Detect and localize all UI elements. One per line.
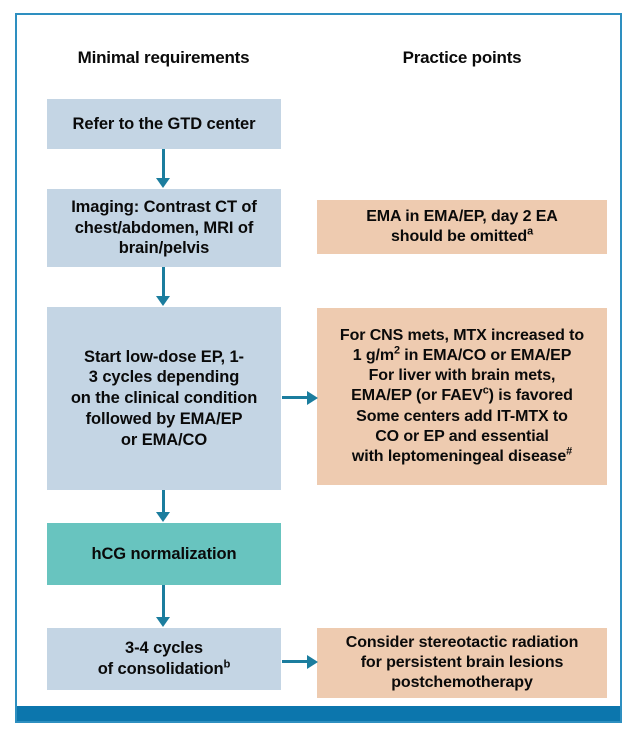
footer-bar bbox=[17, 706, 620, 721]
figure-frame: Minimal requirements Practice points Ref… bbox=[15, 13, 622, 723]
node-consolidation-cycles[interactable]: 3-4 cycles of consolidationb bbox=[47, 628, 281, 690]
node-cns-line-2b: in EMA/CO or EMA/EP bbox=[399, 347, 572, 365]
node-cycles-line-1: 3-4 cycles bbox=[125, 639, 203, 658]
node-hcg-label: hCG normalization bbox=[91, 544, 237, 563]
node-cns-line-1: For CNS mets, MTX increased to bbox=[339, 326, 585, 344]
node-cns-line-2a: 1 g/m bbox=[352, 347, 394, 365]
node-refer-to-gtd-center[interactable]: Refer to the GTD center bbox=[47, 99, 281, 149]
column-header-practice-points: Practice points bbox=[402, 48, 522, 67]
node-refer-label: Refer to the GTD center bbox=[72, 114, 256, 133]
node-cns-line-5: Some centers add IT-MTX to bbox=[356, 407, 568, 425]
node-start-line-5: or EMA/CO bbox=[120, 430, 208, 449]
node-imaging-label: Imaging: Contrast CT of chest/abdomen, M… bbox=[71, 197, 257, 259]
connector-start-to-hcg-line bbox=[162, 490, 165, 513]
connector-cycles-to-srs-arrow-icon bbox=[307, 655, 318, 669]
node-imaging[interactable]: Imaging: Contrast CT of chest/abdomen, M… bbox=[47, 189, 281, 267]
node-cns-line-7a: with leptomeningeal disease bbox=[351, 447, 567, 465]
connector-hcg-to-cycles-line bbox=[162, 585, 165, 618]
connector-imaging-to-start-arrow-icon bbox=[156, 296, 170, 306]
node-cns-line-3: For liver with brain mets, bbox=[368, 367, 556, 385]
node-imaging-line-3: brain/pelvis bbox=[118, 239, 210, 258]
connector-imaging-to-start-line bbox=[162, 267, 165, 297]
node-imaging-line-2: chest/abdomen, MRI of bbox=[74, 218, 254, 237]
node-start-line-4: followed by EMA/EP bbox=[85, 409, 243, 428]
node-cns-mets-note[interactable]: For CNS mets, MTX increased to 1 g/m2 in… bbox=[317, 308, 607, 485]
node-cns-line-4a: EMA/EP (or FAEV bbox=[351, 387, 483, 405]
node-start-label: Start low-dose EP, 1- 3 cycles depending… bbox=[71, 347, 257, 451]
node-imaging-line-1: Imaging: Contrast CT of bbox=[71, 197, 257, 216]
node-cns-footnote-marker-hash: # bbox=[566, 445, 573, 458]
node-start-line-3: on the clinical condition bbox=[70, 389, 258, 408]
node-srs-line-1: Consider stereotactic radiation bbox=[345, 633, 579, 651]
node-cns-line-6: CO or EP and essential bbox=[375, 427, 549, 445]
node-ema-omission-note[interactable]: EMA in EMA/EP, day 2 EA should be omitte… bbox=[317, 200, 607, 254]
node-cycles-footnote-marker: b bbox=[223, 658, 231, 671]
node-cns-label: For CNS mets, MTX increased to 1 g/m2 in… bbox=[340, 326, 584, 467]
connector-start-to-cns-arrow-icon bbox=[307, 391, 318, 405]
node-cns-line-4b: ) is favored bbox=[488, 387, 573, 405]
node-srs-line-2: for persistent brain lesions bbox=[360, 653, 564, 671]
node-start-line-1: Start low-dose EP, 1- bbox=[84, 347, 244, 366]
node-cycles-label: 3-4 cycles of consolidationb bbox=[98, 638, 231, 680]
connector-start-to-hcg-arrow-icon bbox=[156, 512, 170, 522]
node-srs-label: Consider stereotactic radiation for pers… bbox=[346, 633, 579, 693]
node-ema-label: EMA in EMA/EP, day 2 EA should be omitte… bbox=[366, 207, 558, 247]
connector-start-to-cns-line bbox=[282, 396, 309, 399]
connector-refer-to-imaging-arrow-icon bbox=[156, 178, 170, 188]
node-ema-line-1: EMA in EMA/EP, day 2 EA bbox=[366, 207, 558, 225]
connector-refer-to-imaging-line bbox=[162, 149, 165, 179]
node-hcg-normalization[interactable]: hCG normalization bbox=[47, 523, 281, 585]
node-start-low-dose-ep[interactable]: Start low-dose EP, 1- 3 cycles depending… bbox=[47, 307, 281, 490]
node-cns-superscript-2: 2 bbox=[393, 344, 400, 357]
node-cycles-line-2: of consolidation bbox=[97, 660, 224, 678]
connector-cycles-to-srs-line bbox=[282, 660, 309, 663]
node-ema-footnote-marker: a bbox=[527, 225, 534, 238]
node-stereotactic-radiation-note[interactable]: Consider stereotactic radiation for pers… bbox=[317, 628, 607, 698]
connector-hcg-to-cycles-arrow-icon bbox=[156, 617, 170, 627]
node-cns-footnote-marker-c: c bbox=[482, 385, 489, 398]
node-srs-line-3: postchemotherapy bbox=[391, 674, 533, 692]
node-ema-line-2: should be omitted bbox=[390, 228, 528, 245]
node-start-line-2: 3 cycles depending bbox=[88, 368, 240, 387]
column-header-minimal-requirements: Minimal requirements bbox=[77, 48, 250, 67]
